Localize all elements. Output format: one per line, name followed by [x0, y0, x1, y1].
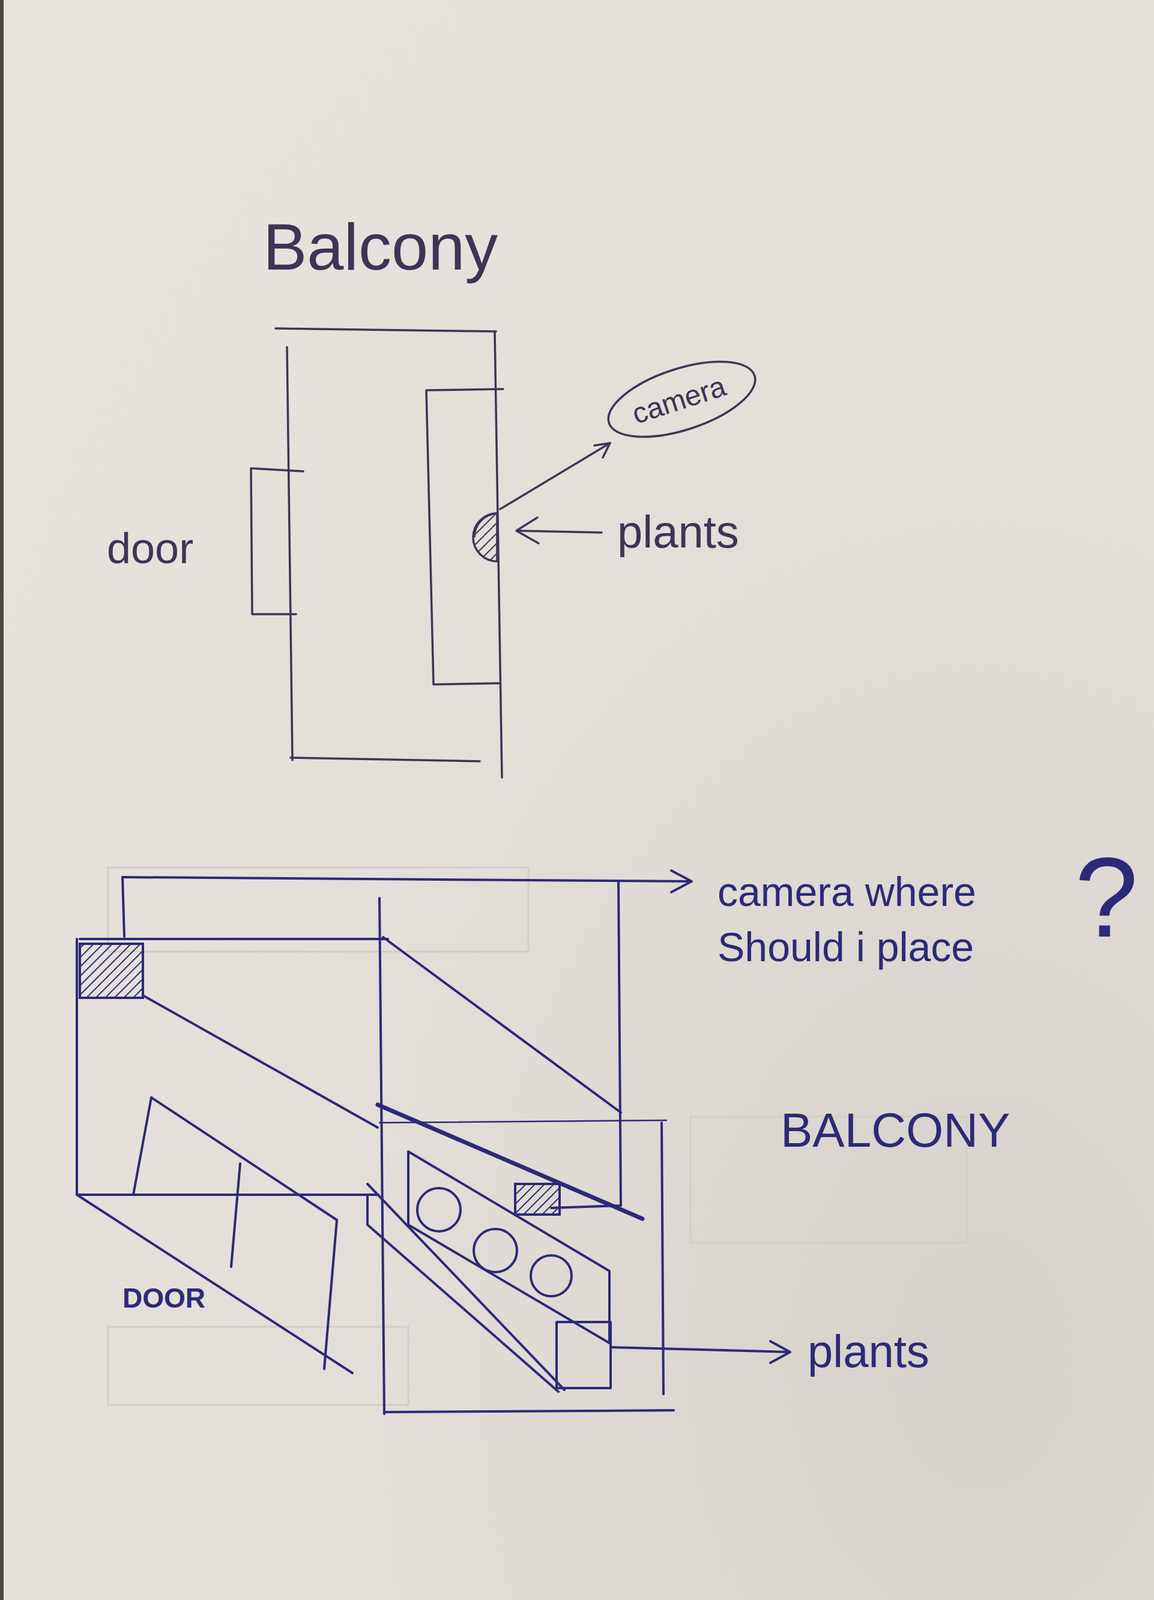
question-mark: ? [1074, 828, 1139, 966]
plants-label: plants [807, 1323, 930, 1379]
bubble-text: camera [627, 368, 730, 432]
camera-bubble: camera [596, 344, 767, 454]
question-note: camera where Should i place [717, 864, 1066, 976]
door-label: DOOR [122, 1281, 206, 1315]
balcony-label: BALCONY [780, 1101, 1010, 1160]
door-label: door [106, 522, 194, 574]
sketch-title: Balcony [262, 207, 498, 287]
plants-label: plants [617, 504, 740, 559]
